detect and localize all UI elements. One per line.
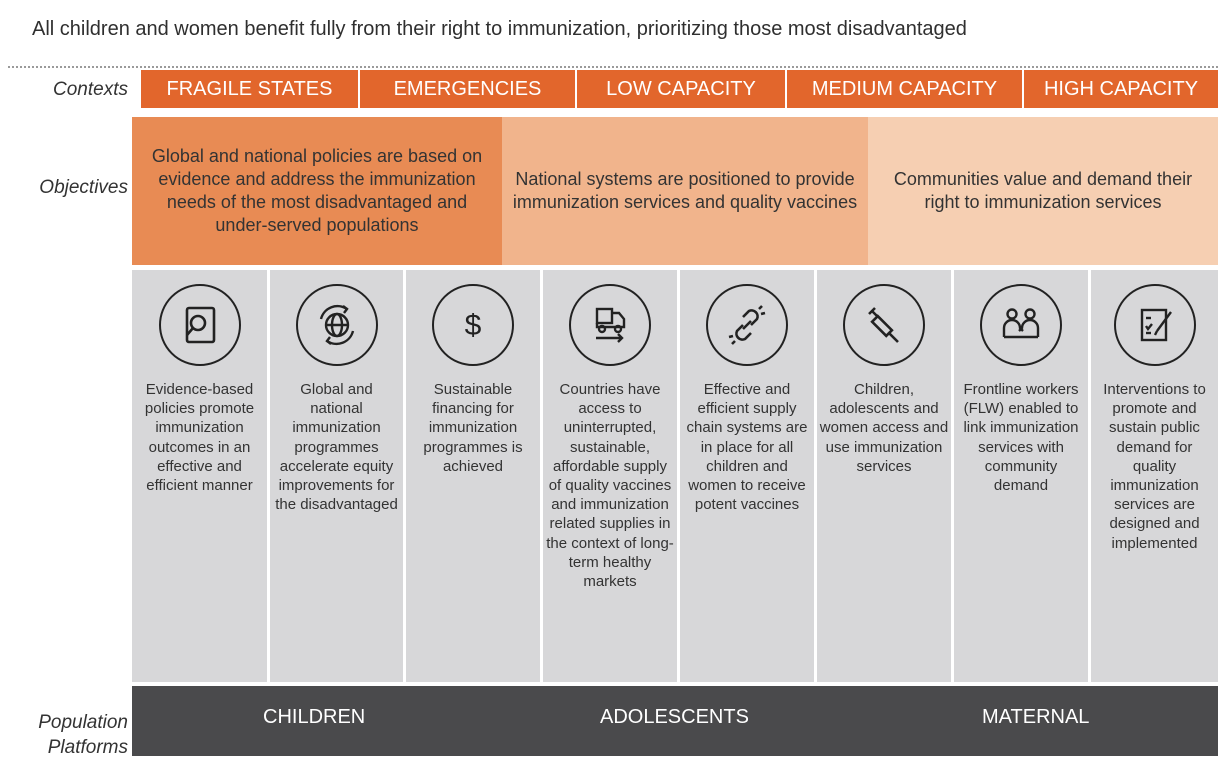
outcome-text: Effective and efficient supply chain sys…	[686, 381, 808, 514]
row-label-population-line1: Population	[38, 712, 128, 733]
outcome-card-frontline: Frontline workers (FLW) enabled to link …	[954, 270, 1088, 682]
outcome-text: Children, adolescents and women access a…	[819, 381, 949, 475]
top-divider	[8, 66, 1218, 69]
context-fragile-states: FRAGILE STATES	[141, 70, 358, 108]
checklist-pen-icon	[1113, 284, 1196, 366]
context-low-capacity: LOW CAPACITY	[577, 70, 785, 108]
context-medium-capacity: MEDIUM CAPACITY	[787, 70, 1022, 108]
platform-children: CHILDREN	[263, 706, 366, 728]
outcome-text: Interventions to promote and sustain pub…	[1103, 381, 1206, 552]
syringe-icon	[843, 284, 925, 366]
delivery-truck-icon	[569, 284, 651, 366]
context-emergencies: EMERGENCIES	[360, 70, 575, 108]
objective-policies: Global and national policies are based o…	[132, 117, 502, 265]
row-label-population-line2: Platforms	[47, 737, 128, 758]
diagram-title: All children and women benefit fully fro…	[32, 18, 967, 40]
outcome-text: Frontline workers (FLW) enabled to link …	[963, 381, 1079, 495]
population-platforms-bar: CHILDREN ADOLESCENTS MATERNAL	[132, 686, 1218, 756]
outcome-card-evidence: Evidence-based policies promote immuniza…	[132, 270, 267, 682]
objective-systems: National systems are positioned to provi…	[502, 117, 868, 265]
outcome-text: Global and national immunization program…	[275, 381, 398, 514]
outcome-card-access: Children, adolescents and women access a…	[817, 270, 951, 682]
row-label-objectives: Objectives	[39, 177, 128, 198]
outcome-card-supply: Countries have access to uninterrupted, …	[543, 270, 677, 682]
svg-text:$: $	[465, 309, 482, 342]
row-label-population: Population Platforms	[0, 710, 128, 760]
platform-adolescents: ADOLESCENTS	[600, 706, 749, 728]
dollar-icon: $	[432, 284, 514, 366]
outcome-text: Evidence-based policies promote immuniza…	[144, 381, 255, 495]
outcome-card-demand: Interventions to promote and sustain pub…	[1091, 270, 1218, 682]
outcome-card-supply-chain: Effective and efficient supply chain sys…	[680, 270, 814, 682]
globe-arrows-icon	[295, 284, 378, 366]
outcome-text: Countries have access to uninterrupted, …	[546, 381, 674, 591]
objective-communities: Communities value and demand their right…	[868, 117, 1218, 265]
outcome-card-global: Global and national immunization program…	[270, 270, 403, 682]
context-high-capacity: HIGH CAPACITY	[1024, 70, 1218, 108]
outcome-card-financing: $ Sustainable financing for immunization…	[406, 270, 540, 682]
row-label-contexts: Contexts	[53, 79, 128, 100]
document-magnifier-icon	[158, 284, 241, 366]
chain-link-icon	[706, 284, 788, 366]
platform-maternal: MATERNAL	[982, 706, 1090, 728]
outcome-text: Sustainable financing for immunization p…	[423, 381, 523, 475]
people-handshake-icon	[980, 284, 1062, 366]
